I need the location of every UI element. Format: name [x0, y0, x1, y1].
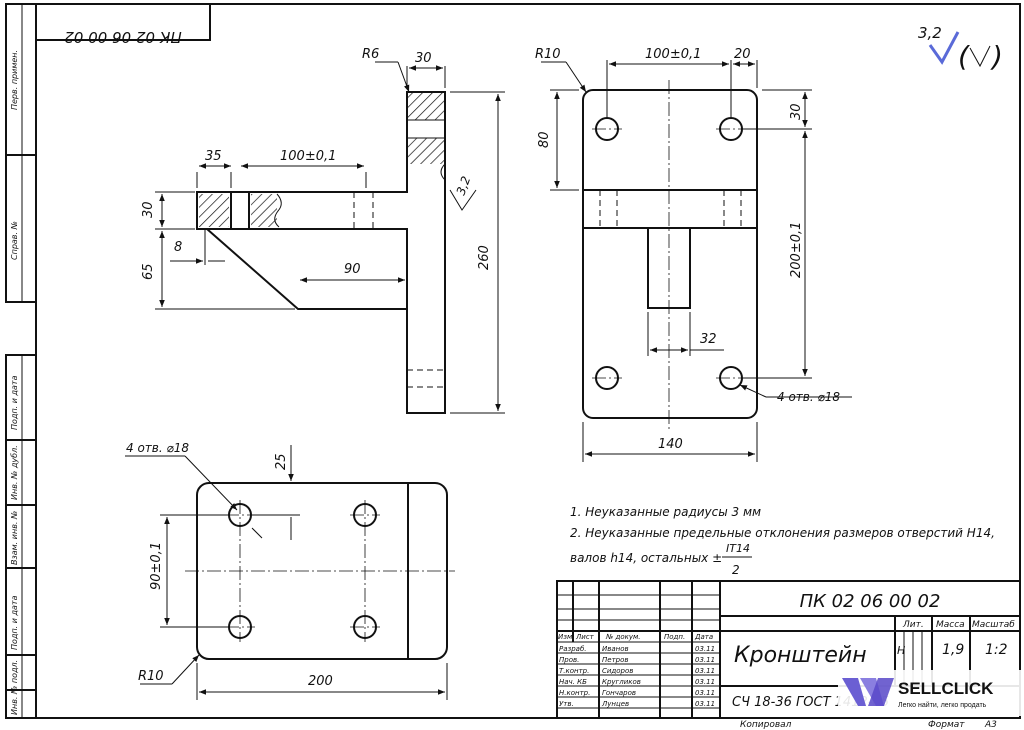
tb-row-role: Нач. КБ [559, 678, 587, 686]
tb-row-name: Сидоров [602, 667, 633, 675]
top-view: 4 отв. ⌀18 25 90±0,1 R10 200 [125, 441, 455, 700]
dim-side-30: 30 [789, 103, 804, 120]
dim-front-90: 90 [344, 262, 361, 277]
dim-front-65: 65 [141, 263, 156, 280]
dim-top-holes: 4 отв. ⌀18 [126, 441, 189, 455]
note-line-1: 1. Неуказанные радиусы 3 мм [570, 505, 761, 519]
watermark: SELLCLICK Легко найти, легко продать [838, 670, 1024, 716]
tb-header-doc: № докум. [605, 633, 641, 641]
tb-row-role: Утв. [559, 700, 574, 708]
dim-front-30-left: 30 [141, 201, 156, 218]
side-view: 100±0,1 20 R10 80 30 200±0,1 32 4 отв. ⌀… [535, 47, 852, 462]
strip-label-orig-inv: Инв. № подл. [10, 660, 19, 715]
dim-side-r10: R10 [535, 47, 561, 62]
tb-format-label: Формат [928, 720, 965, 730]
dim-front-260: 260 [477, 245, 492, 270]
tb-lit-value: Н [897, 644, 905, 657]
dim-side-20: 20 [734, 47, 751, 62]
roughness-parentheses: ( [958, 40, 970, 73]
dim-top-90: 90±0,1 [149, 542, 164, 590]
sheet-frame [5, 3, 1021, 719]
roughness-sign: 3,2 ( ) [918, 24, 1003, 73]
roughness-value: 3,2 [918, 24, 942, 42]
strip-label-ref-no: Справ. № [10, 221, 19, 260]
tb-header-sign: Подп. [664, 633, 685, 641]
tb-copied-label: Копировал [740, 720, 792, 730]
note-line-3: валов h14, остальных ± [570, 551, 722, 565]
side-strip: Перв. примен. Справ. № Подп. и дата Инв.… [10, 50, 19, 715]
dim-side-holes: 4 отв. ⌀18 [777, 390, 840, 404]
dim-top-r10: R10 [138, 669, 164, 684]
strip-label-first-use: Перв. примен. [10, 50, 19, 110]
tb-row-name: Лунцев [601, 700, 629, 708]
dim-top-25: 25 [274, 453, 289, 470]
dim-front-8: 8 [174, 240, 182, 255]
tb-row-role: Разраб. [559, 645, 587, 653]
tb-row-date: 03.11 [695, 656, 715, 664]
tb-row-name: Петров [602, 656, 629, 664]
tb-row-date: 03.11 [695, 667, 715, 675]
tb-row-date: 03.11 [695, 689, 715, 697]
watermark-brand: SELLCLICK [898, 679, 994, 698]
dim-side-140: 140 [658, 437, 683, 452]
tb-row-role: Т.контр. [559, 667, 589, 675]
tb-scale-header: Масштаб [972, 620, 1015, 630]
tb-header-date: Дата [694, 633, 713, 641]
note-line-2: 2. Неуказанные предельные отклонения раз… [570, 526, 995, 540]
strip-label-sign-date-2: Подп. и дата [10, 595, 19, 650]
strip-label-replace-inv: Взам. инв. № [10, 511, 19, 565]
top-stamp-text: ПК 02 06 00 02 [64, 28, 181, 46]
dim-side-200: 200±0,1 [789, 222, 804, 278]
front-view: 35 100±0,1 30 R6 260 3,2 30 65 8 90 [141, 47, 505, 414]
dim-side-100: 100±0,1 [645, 47, 701, 62]
tb-row-name: Гончаров [602, 689, 636, 697]
dim-side-80: 80 [537, 131, 552, 148]
tb-row-role: Пров. [559, 656, 579, 664]
strip-label-dup-inv: Инв. № дубл. [10, 445, 19, 500]
tb-row-name: Кругликов [602, 678, 641, 686]
tb-header-izm: Изм [558, 633, 573, 641]
watermark-tagline: Легко найти, легко продать [898, 701, 987, 709]
dim-top-200: 200 [308, 674, 333, 689]
tb-row-date: 03.11 [695, 700, 715, 708]
tb-lit-header: Лит. [902, 620, 924, 630]
strip-label-sign-date-1: Подп. и дата [10, 375, 19, 430]
tb-row-date: 03.11 [695, 678, 715, 686]
dim-side-32: 32 [700, 332, 717, 347]
tb-mass-header: Масса [936, 620, 965, 630]
top-stamp: ПК 02 06 00 02 [35, 3, 211, 46]
dim-front-rough: 3,2 [454, 174, 474, 197]
dim-front-30-top: 30 [415, 51, 432, 66]
tb-row-role: Н.контр. [559, 689, 590, 697]
tb-row-name: Иванов [602, 645, 629, 653]
tb-designation: ПК 02 06 00 02 [800, 591, 941, 612]
tb-scale-value: 1:2 [985, 642, 1008, 658]
tb-format-value: А3 [984, 720, 997, 730]
dim-front-100: 100±0,1 [280, 149, 336, 164]
technical-notes: 1. Неуказанные радиусы 3 мм 2. Неуказанн… [570, 505, 995, 577]
tb-mass-value: 1,9 [942, 642, 964, 658]
tb-row-date: 03.11 [695, 645, 715, 653]
tb-header-list: Лист [575, 633, 595, 641]
tb-part-title: Кронштейн [734, 643, 867, 668]
roughness-parentheses-close: ) [990, 40, 1003, 73]
note-fraction-numerator: IT14 [726, 542, 750, 555]
note-fraction-denominator: 2 [732, 563, 740, 577]
dim-front-r6: R6 [362, 47, 379, 62]
dim-front-35: 35 [205, 149, 222, 164]
